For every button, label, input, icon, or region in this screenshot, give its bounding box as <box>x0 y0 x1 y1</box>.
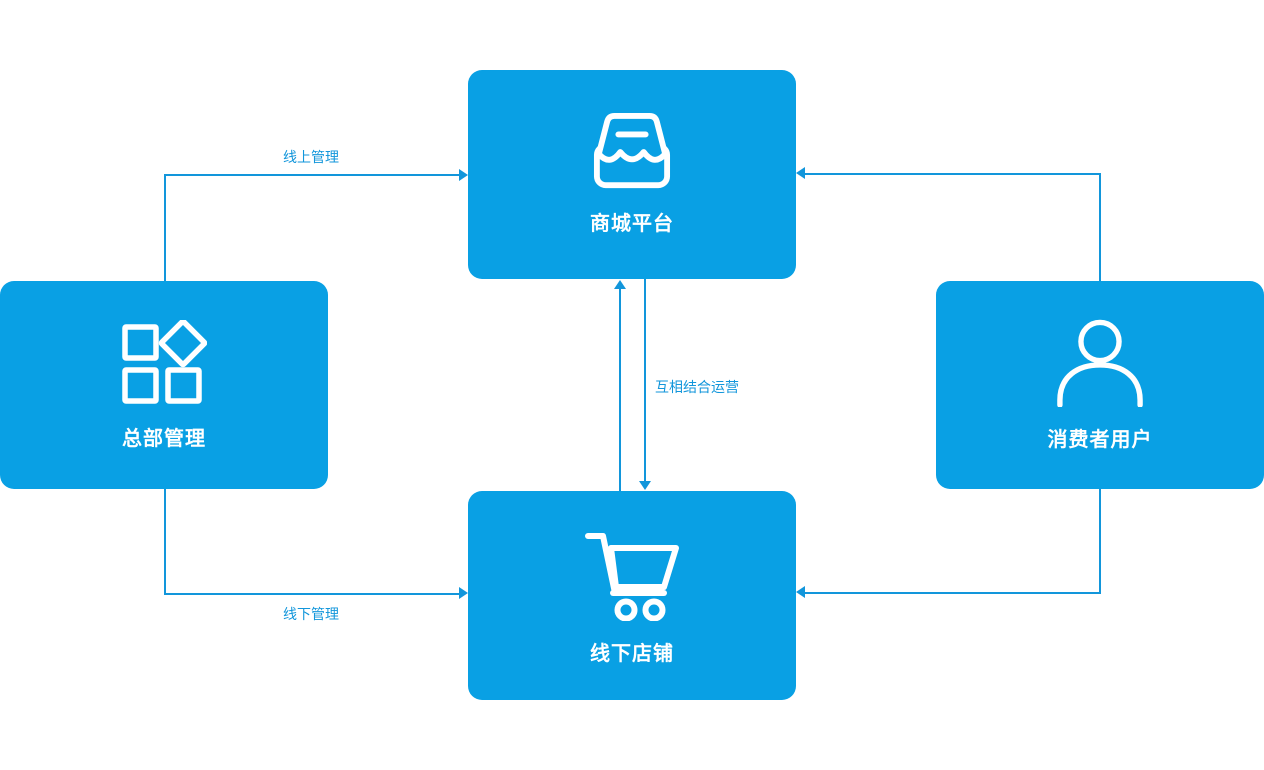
node-consumer-user[interactable]: 消费者用户 <box>936 281 1264 489</box>
apps-grid-icon <box>121 319 207 406</box>
edge-label-offline-management: 线下管理 <box>283 606 339 622</box>
node-label: 总部管理 <box>122 427 206 450</box>
edge-label-combined-operation: 互相结合运营 <box>655 379 739 395</box>
node-label: 商城平台 <box>590 213 674 235</box>
shopping-cart-icon <box>580 525 684 621</box>
edge-hq-offline-vertical-segment <box>163 489 166 595</box>
edge-up-line-segment <box>619 289 621 491</box>
node-headquarters[interactable]: 总部管理 <box>0 281 328 489</box>
edge-consumer-mall-vertical-segment <box>1099 174 1101 281</box>
edge-hq-mall-vertical-segment <box>163 175 166 281</box>
edge-hq-mall-horizontal-segment <box>163 174 460 176</box>
edge-label-online-management: 线上管理 <box>283 149 339 165</box>
node-label: 线下店铺 <box>590 643 674 665</box>
user-icon <box>1056 319 1144 407</box>
edge-down-line-segment <box>644 279 646 481</box>
edge-consumer-offline-horizontal-segment <box>805 592 1101 594</box>
node-label: 消费者用户 <box>1047 428 1153 451</box>
arrow-left-icon <box>796 167 805 179</box>
edge-consumer-mall-horizontal-segment <box>805 173 1101 175</box>
edge-consumer-offline-vertical-segment <box>1099 489 1101 593</box>
node-offline-store[interactable]: 线下店铺 <box>468 491 796 700</box>
edge-hq-offline-horizontal-segment <box>163 593 460 595</box>
storefront-icon <box>583 113 681 191</box>
arrow-down-icon <box>639 481 651 490</box>
arrow-right-icon <box>459 587 468 599</box>
arrow-up-icon <box>614 280 626 289</box>
node-mall-platform[interactable]: 商城平台 <box>468 70 796 279</box>
arrow-left-icon <box>796 586 805 598</box>
arrow-right-icon <box>459 169 468 181</box>
